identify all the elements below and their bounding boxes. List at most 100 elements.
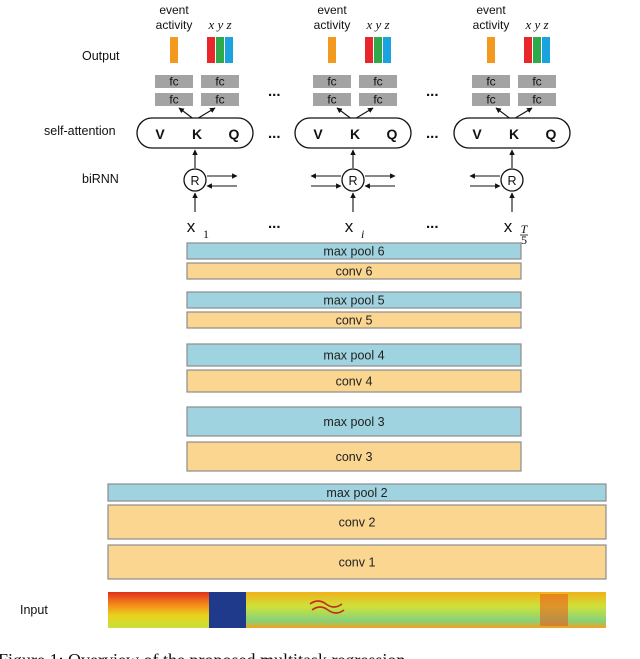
fc-layer-label: fc [215,75,224,89]
attention-k-label: K [350,126,360,142]
fc-layer-box [155,93,193,106]
xyz-label: x y z [365,17,389,32]
ellipsis-input-1: ... [268,215,281,232]
conv-1-block [107,544,607,580]
time-step-symbol: x [504,217,513,236]
time-step-subscript: i [361,227,364,241]
attention-q-label: Q [546,126,557,142]
attention-k-label: K [192,126,202,142]
time-step-symbol: x [345,217,354,236]
max-pool-5-block [186,291,522,309]
fc-layer-box [313,93,351,106]
max-pool-2-label: max pool 2 [326,486,387,500]
fc-layer-box [201,93,239,106]
rnn-cell-label: R [190,174,199,188]
rnn-cell [500,168,524,192]
attention-v-label: V [155,126,165,142]
time-step-subscript-fraction: T5 [520,222,529,247]
max-pool-4-block [186,343,522,367]
conv-3-block [186,441,522,472]
y-coordinate-bar [216,37,224,63]
attention-k-label: K [509,126,519,142]
subscript-denominator: 5 [521,233,527,247]
max-pool-4-label: max pool 4 [323,349,384,363]
ellipsis-output-2: ... [426,83,439,100]
ellipsis-attention-1: ... [268,125,281,142]
attention-v-label: V [313,126,323,142]
x-coordinate-bar [207,37,215,63]
max-pool-2-block [107,483,607,502]
fc-layer-label: fc [373,93,382,107]
max-pool-3-label: max pool 3 [323,415,384,429]
event-label: event [317,3,347,17]
conv-2-block [107,504,607,540]
fc-layer-label: fc [327,93,336,107]
rnn-cell-label: R [348,174,357,188]
rnn-cell-label: R [507,174,516,188]
self-attention-box [136,117,254,149]
fc-layer-label: fc [215,93,224,107]
max-pool-5-label: max pool 5 [323,294,384,308]
self-attention-box [453,117,571,149]
fc-layer-box [155,75,193,88]
z-coordinate-bar [542,37,550,63]
activity-label: activity [156,18,193,32]
fc-layer-box [518,93,556,106]
ellipsis-output-1: ... [268,83,281,100]
event-activity-bar [487,37,495,63]
fc-layer-box [201,75,239,88]
time-step-subscript: 1 [203,227,209,241]
fc-layer-box [472,75,510,88]
max-pool-6-label: max pool 6 [323,245,384,259]
activity-label: activity [473,18,510,32]
conv-3-label: conv 3 [336,450,373,464]
y-coordinate-bar [374,37,382,63]
fc-layer-label: fc [486,75,495,89]
x-coordinate-bar [365,37,373,63]
ellipsis-attention-2: ... [426,125,439,142]
spectrogram-silence [209,592,246,628]
spectrogram-harmonics [309,600,345,614]
fc-layer-label: fc [327,75,336,89]
fc-layer-box [518,75,556,88]
xyz-label: x y z [207,17,231,32]
figure-caption: Figure 1: Overview of the proposed multi… [0,650,405,659]
input-label: Input [20,603,48,617]
max-pool-6-block [186,242,522,260]
event-activity-bar [170,37,178,63]
spectrogram-segment-left [108,592,209,628]
fc-layer-box [313,75,351,88]
max-pool-3-block [186,406,522,437]
z-coordinate-bar [225,37,233,63]
self-attention-box [294,117,412,149]
fc-layer-box [359,93,397,106]
spectrogram-event-burst [540,594,568,626]
conv-1-label: conv 1 [339,556,376,570]
conv-6-block [186,262,522,280]
fc-layer-box [359,75,397,88]
rnn-cell [183,168,207,192]
fc-layer-label: fc [486,93,495,107]
attention-q-label: Q [229,126,240,142]
xyz-label: x y z [524,17,548,32]
x-coordinate-bar [524,37,532,63]
subscript-numerator: T [521,222,529,236]
fc-layer-label: fc [373,75,382,89]
conv-5-label: conv 5 [336,314,373,328]
fc-layer-label: fc [532,75,541,89]
activity-label: activity [314,18,351,32]
event-label: event [159,3,189,17]
rnn-cell [341,168,365,192]
conv-4-label: conv 4 [336,375,373,389]
fc-layer-label: fc [169,93,178,107]
output-label: Output [82,49,120,63]
fc-layer-label: fc [169,75,178,89]
conv-2-label: conv 2 [339,516,376,530]
input-spectrogram [108,592,606,628]
